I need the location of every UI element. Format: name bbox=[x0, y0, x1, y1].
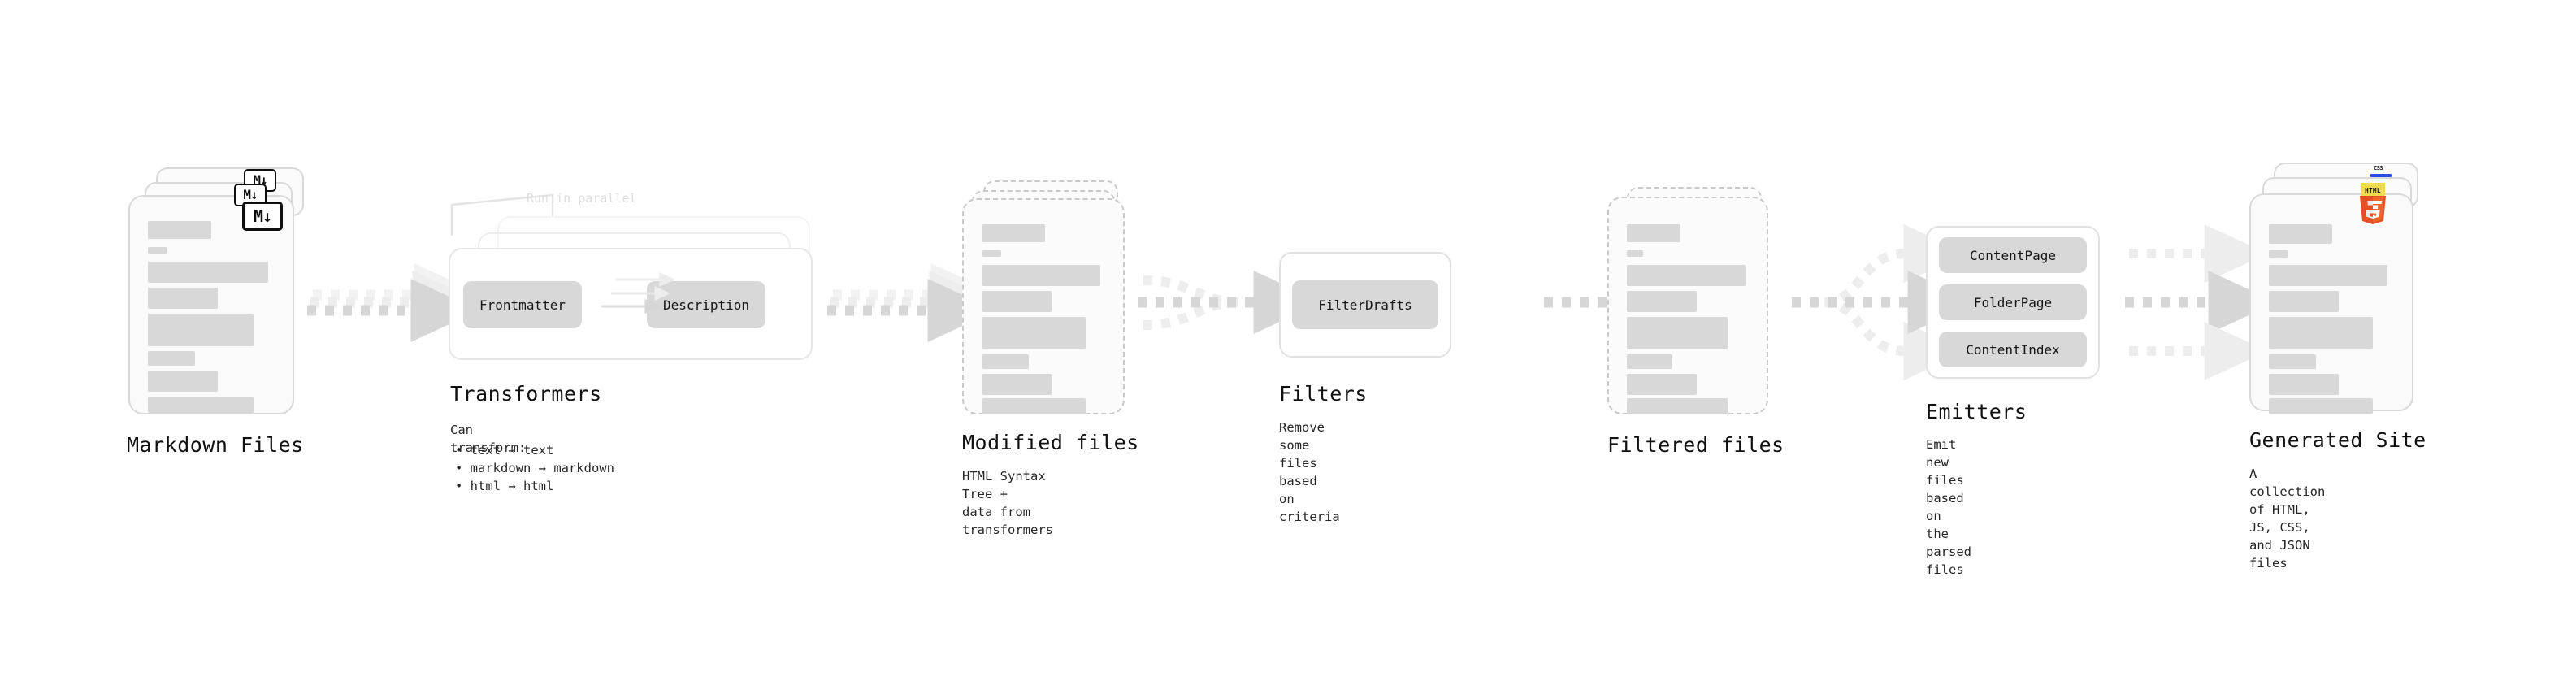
emitters-chip-contentindex[interactable]: ContentIndex bbox=[1939, 332, 2087, 367]
emitters-title: Emitters bbox=[1926, 400, 2027, 423]
site-card-front bbox=[2249, 193, 2413, 414]
svg-text:HTML: HTML bbox=[2365, 187, 2381, 194]
transformers-chip-frontmatter[interactable]: Frontmatter bbox=[463, 281, 582, 328]
transformers-bullet-1: • markdown → markdown bbox=[455, 461, 614, 475]
css-badge-text: CSS bbox=[2374, 165, 2383, 171]
filters-subtitle: Remove some files based on criteria bbox=[1279, 420, 1340, 524]
transformers-subtitle: Can transform: bbox=[450, 423, 527, 455]
filters-chip-filterdrafts[interactable]: FilterDrafts bbox=[1292, 280, 1438, 329]
filters-title: Filters bbox=[1279, 382, 1368, 406]
generated-site-subtitle: A collection of HTML, JS, CSS, and JSON … bbox=[2249, 466, 2326, 570]
markdown-badge-front: M↓ bbox=[242, 202, 283, 231]
connector-md-to-transformers bbox=[307, 263, 483, 342]
emitters-chip-contentpage[interactable]: ContentPage bbox=[1939, 237, 2087, 273]
js-badge bbox=[2361, 183, 2385, 196]
transformers-bullets: • text → text • markdown → markdown • ht… bbox=[455, 441, 614, 495]
connector-emitters-to-site bbox=[2125, 224, 2277, 380]
run-in-parallel-label: Run in parallel bbox=[527, 191, 637, 206]
modified-files-title: Modified files bbox=[962, 431, 1139, 454]
markdown-files-title: Markdown Files bbox=[127, 433, 304, 457]
html5-badge: HTML bbox=[2355, 185, 2391, 228]
transformers-title: Transformers bbox=[450, 382, 602, 406]
modified-card-front bbox=[962, 198, 1125, 414]
modified-files-subtitle: HTML Syntax Tree + data from transformer… bbox=[962, 469, 1053, 537]
markdown-card-front bbox=[128, 195, 294, 414]
transformers-chip-description[interactable]: Description bbox=[647, 281, 765, 328]
emitters-subtitle: Emit new files based on the parsed files bbox=[1926, 437, 1971, 577]
emitters-chip-folderpage[interactable]: FolderPage bbox=[1939, 284, 2087, 320]
transformers-bullet-0: • text → text bbox=[455, 443, 554, 458]
transformers-bullet-2: • html → html bbox=[455, 479, 554, 493]
connector-transformers-to-modified bbox=[827, 263, 1000, 342]
connector-filtered-to-emitters bbox=[1792, 224, 1976, 380]
filtered-card-front bbox=[1607, 197, 1768, 414]
generated-site-title: Generated Site bbox=[2249, 428, 2426, 452]
connector-modified-to-filters bbox=[1138, 271, 1322, 334]
filtered-files-title: Filtered files bbox=[1607, 433, 1785, 457]
css-badge bbox=[2370, 174, 2392, 177]
